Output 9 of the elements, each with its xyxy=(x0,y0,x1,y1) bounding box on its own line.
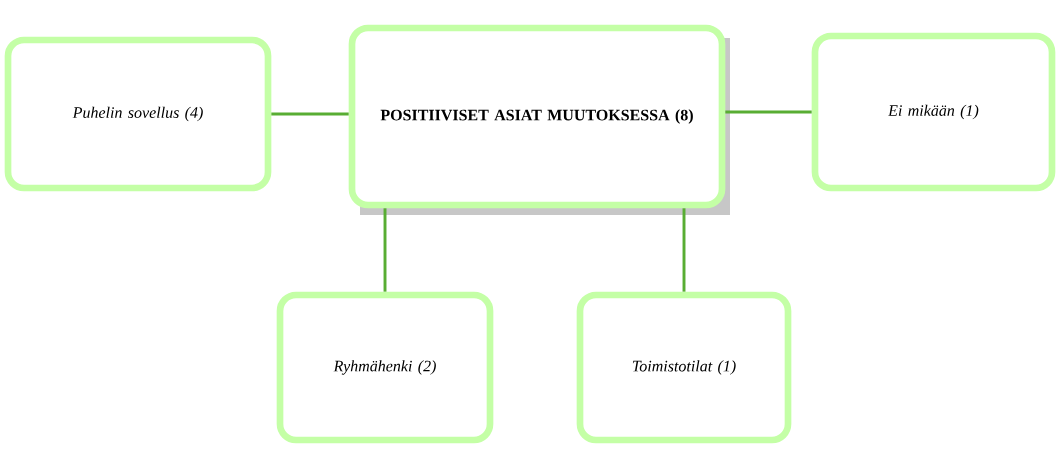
connector-line xyxy=(271,112,349,116)
connector-line xyxy=(725,110,812,114)
title-box: POSITIIVISET ASIAT MUUTOKSESSA (8) xyxy=(348,24,726,209)
category-box: Ei mikään (1) xyxy=(811,32,1056,192)
category-box: Puhelin sovellus (4) xyxy=(4,36,272,192)
category-box: Ryhmähenki (2) xyxy=(276,291,494,444)
connector-line xyxy=(682,208,686,292)
category-box: Toimistotilat (1) xyxy=(576,291,792,444)
connector-line xyxy=(383,208,387,292)
